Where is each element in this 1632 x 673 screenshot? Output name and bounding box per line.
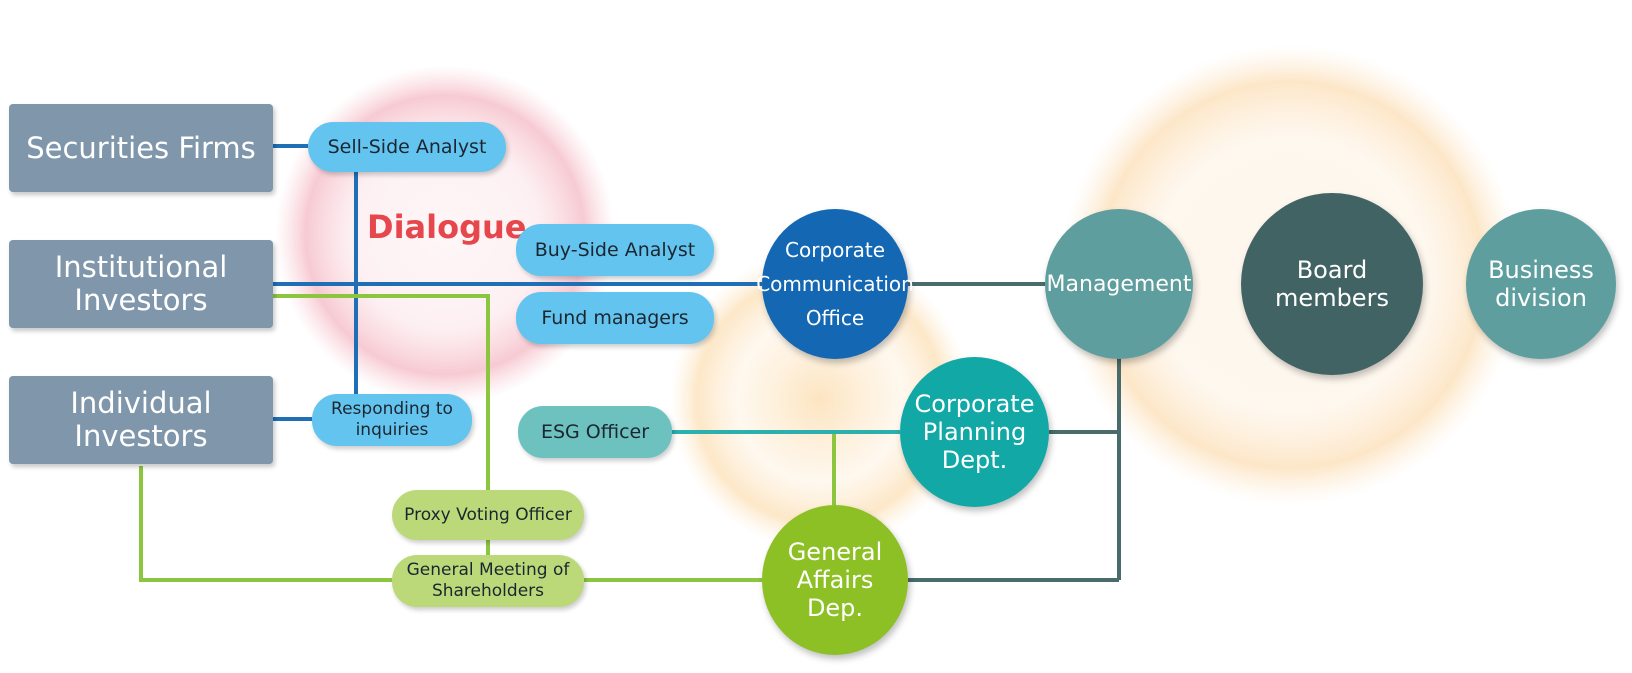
- pill-sell-side-analyst: Sell-Side Analyst: [308, 122, 506, 172]
- pill-proxy-voting-officer-label: Proxy Voting Officer: [404, 505, 572, 525]
- pill-general-meeting: General Meeting of Shareholders: [392, 555, 584, 607]
- circle-management: Management: [1045, 209, 1193, 359]
- connectors-green: [139, 294, 836, 582]
- circle-board-members: Board members: [1241, 193, 1423, 375]
- pill-fund-managers: Fund managers: [516, 292, 714, 344]
- box-institutional-investors-label: Institutional Investors: [54, 250, 228, 317]
- pill-esg-officer-label: ESG Officer: [540, 421, 650, 443]
- circle-corporate-communication-office-label: Corporate Communication Office: [756, 238, 914, 330]
- box-institutional-investors: Institutional Investors: [9, 240, 273, 328]
- pill-esg-officer: ESG Officer: [518, 406, 672, 458]
- pill-sell-side-analyst-label: Sell-Side Analyst: [327, 136, 487, 158]
- circle-corporate-planning-dept: Corporate Planning Dept.: [900, 357, 1049, 507]
- pill-buy-side-analyst: Buy-Side Analyst: [516, 224, 714, 276]
- circle-corporate-planning-dept-label: Corporate Planning Dept.: [914, 390, 1035, 474]
- connectors-dark: [908, 282, 1121, 582]
- box-individual-investors-label: Individual Investors: [70, 386, 212, 453]
- circle-business-division-label: Business division: [1488, 256, 1594, 312]
- box-securities-firms: Securities Firms: [9, 104, 273, 192]
- pill-responding-to-inquiries: Responding to inquiries: [312, 394, 472, 446]
- dialogue-label: Dialogue: [367, 208, 527, 246]
- circle-corporate-communication-office: Corporate Communication Office: [756, 209, 914, 359]
- circle-general-affairs-dep: General Affairs Dep.: [762, 505, 908, 655]
- box-securities-firms-label: Securities Firms: [26, 130, 256, 165]
- pill-proxy-voting-officer: Proxy Voting Officer: [392, 490, 584, 540]
- circle-general-affairs-dep-label: General Affairs Dep.: [787, 538, 883, 622]
- circle-board-members-label: Board members: [1275, 256, 1389, 312]
- pill-fund-managers-label: Fund managers: [541, 307, 689, 329]
- connectors-blue: [273, 144, 762, 421]
- circle-business-division: Business division: [1466, 209, 1616, 359]
- pill-buy-side-analyst-label: Buy-Side Analyst: [534, 239, 696, 261]
- pill-responding-to-inquiries-label: Responding to inquiries: [331, 399, 453, 440]
- box-individual-investors: Individual Investors: [9, 376, 273, 464]
- pill-general-meeting-label: General Meeting of Shareholders: [406, 560, 570, 601]
- circle-management-label: Management: [1046, 271, 1192, 297]
